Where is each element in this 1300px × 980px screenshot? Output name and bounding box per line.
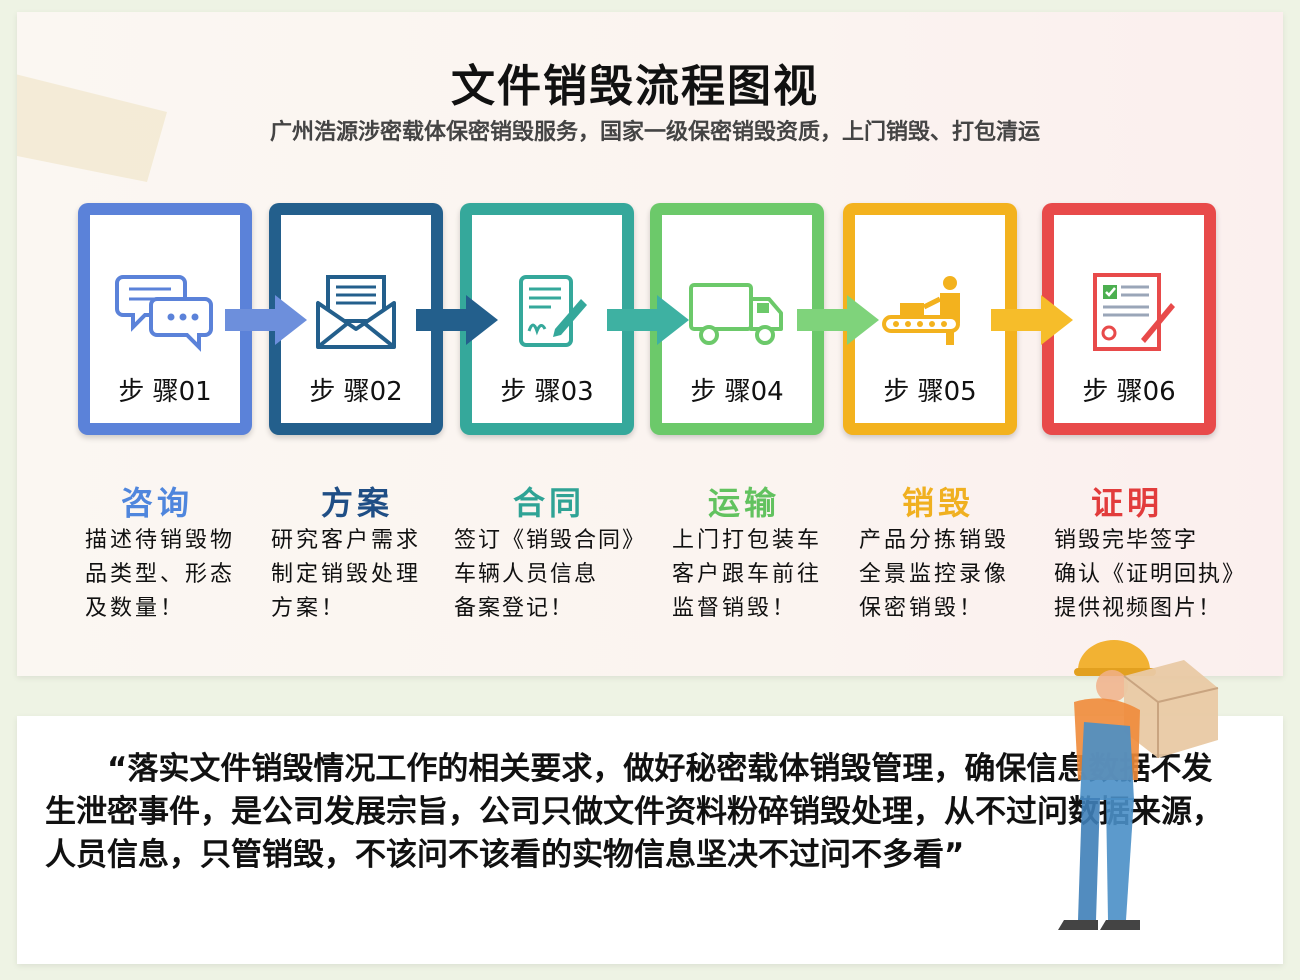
description-line: 销毁完毕签字 — [1054, 528, 1199, 553]
category-description: 上门打包装车 客户跟车前往 监督销毁！ — [672, 524, 872, 626]
category-title-contract: 合同 — [512, 484, 585, 522]
arrow-right-icon — [225, 295, 307, 345]
description-line: 客户跟车前往 — [672, 562, 823, 587]
description-line: 制定销毁处理 — [271, 562, 422, 587]
category-description: 研究客户需求 制定销毁处理 方案！ — [271, 524, 471, 626]
page-subtitle: 广州浩源涉密载体保密销毁服务，国家一级保密销毁资质，上门销毁、打包清运 — [269, 120, 1040, 145]
description-line: 方案！ — [271, 596, 347, 621]
page-title: 文件销毁流程图视 — [451, 61, 819, 112]
delivery-worker-illustration-icon — [1058, 640, 1219, 930]
step-label: 步 骤04 — [690, 377, 784, 407]
description-line: 监督销毁！ — [672, 596, 798, 621]
description-line: 及数量！ — [85, 596, 186, 621]
description-line: 确认《证明回执》 — [1054, 562, 1247, 587]
description-line: 研究客户需求 — [271, 528, 422, 553]
step-label: 步 骤02 — [309, 377, 403, 407]
description-line: 备案登记！ — [454, 596, 575, 621]
description-line: 签订《销毁合同》 — [454, 528, 647, 553]
step-card-01: 步 骤01 — [78, 203, 252, 435]
category-description: 签订《销毁合同》 车辆人员信息 备案登记！ — [454, 524, 674, 626]
step-label: 步 骤06 — [1082, 377, 1176, 407]
step-label: 步 骤03 — [500, 377, 594, 407]
arrow-right-icon — [416, 295, 498, 345]
quote-panel: “落实文件销毁情况工作的相关要求，做好秘密载体销毁管理，确保信息数据不发生泄密事… — [17, 716, 1283, 964]
description-line: 品类型、形态 — [85, 562, 236, 587]
envelope-letter-icon — [316, 275, 396, 349]
description-line: 保密销毁！ — [859, 596, 985, 621]
company-statement: “落实文件销毁情况工作的相关要求，做好秘密载体销毁管理，确保信息数据不发生泄密事… — [45, 751, 1223, 873]
category-description: 产品分拣销毁 全景监控录像 保密销毁！ — [859, 524, 1059, 626]
category-title-certify: 证明 — [1090, 484, 1163, 522]
category-description: 销毁完毕签字 确认《证明回执》 提供视频图片！ — [1054, 524, 1279, 626]
description-line: 全景监控录像 — [859, 562, 1010, 587]
signed-document-icon — [519, 275, 587, 347]
description-line: 提供视频图片！ — [1054, 596, 1223, 621]
description-line: 车辆人员信息 — [454, 562, 599, 587]
delivery-truck-icon — [689, 283, 783, 345]
category-title-consult: 咨询 — [120, 484, 193, 522]
arrow-right-icon — [991, 295, 1073, 345]
arrow-right-icon — [797, 295, 879, 345]
category-title-transport: 运输 — [707, 484, 780, 522]
arrow-right-icon — [607, 295, 689, 345]
category-description: 描述待销毁物 品类型、形态 及数量！ — [85, 524, 285, 626]
description-line: 产品分拣销毁 — [859, 528, 1010, 553]
category-title-destroy: 销毁 — [901, 484, 974, 522]
certificate-icon — [1093, 273, 1175, 351]
description-line: 描述待销毁物 — [85, 528, 236, 553]
step-label: 步 骤01 — [118, 377, 212, 407]
category-title-plan: 方案 — [320, 484, 393, 522]
conveyor-worker-icon — [882, 276, 960, 345]
step-label: 步 骤05 — [883, 377, 977, 407]
process-panel: 文件销毁流程图视 广州浩源涉密载体保密销毁服务，国家一级保密销毁资质，上门销毁、… — [17, 12, 1283, 676]
description-line: 上门打包装车 — [672, 528, 823, 553]
chat-bubbles-icon — [115, 275, 213, 352]
